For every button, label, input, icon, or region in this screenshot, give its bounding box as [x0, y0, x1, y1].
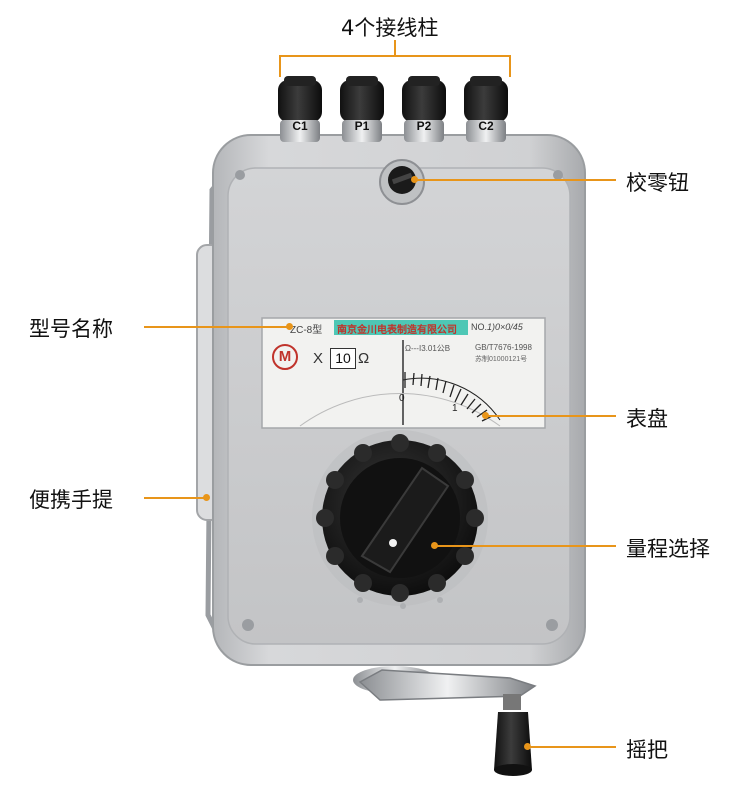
terminal-c1 — [278, 76, 322, 142]
multiplier-value: 10 — [330, 348, 356, 369]
handle-leader — [144, 497, 206, 499]
callout-crank: 摇把 — [626, 738, 668, 762]
brand-logo: M — [272, 344, 298, 370]
zero-adjust-knob — [379, 159, 425, 205]
serial-label: NO. — [471, 322, 488, 332]
standard-label: GB/T7676-1998 — [475, 343, 532, 352]
callout-zero-knob: 校零钮 — [626, 171, 689, 195]
zero-knob-leader — [414, 179, 616, 181]
terminal-label-p2: P2 — [416, 119, 432, 133]
model-name-leader-dot — [286, 323, 293, 330]
callout-terminals: 4个接线柱 — [341, 16, 439, 40]
terminal-label-p1: P1 — [354, 119, 370, 133]
maker-label: 南京金川电表制造有限公司 — [337, 325, 457, 336]
multiplier-prefix: X — [313, 350, 324, 367]
cert-label: 苏制01000121号 — [475, 356, 528, 363]
terminal-label-c2: C2 — [478, 119, 494, 133]
crank-leader — [527, 746, 616, 748]
callout-model-name: 型号名称 — [29, 317, 113, 341]
handle-leader-dot — [203, 494, 210, 501]
terminals-bracket-stem — [394, 40, 396, 56]
terminal-p2 — [402, 76, 446, 142]
callout-handle: 便携手提 — [29, 488, 113, 512]
dial-leader — [485, 415, 616, 417]
meter-window — [261, 317, 546, 429]
accuracy-label: Ω---I3.01公B — [405, 344, 451, 353]
model-name-leader — [144, 326, 290, 328]
callout-dial: 表盘 — [626, 407, 668, 431]
scale-label-1: 1 — [452, 403, 458, 414]
scale-label-0: 0 — [399, 393, 405, 404]
screws — [235, 170, 563, 631]
model-label: ZC-8型 — [290, 325, 323, 336]
terminal-p1 — [340, 76, 384, 142]
unit-label: Ω — [358, 350, 370, 367]
terminal-label-c1: C1 — [292, 119, 308, 133]
terminal-posts — [278, 76, 508, 142]
terminal-c2 — [464, 76, 508, 142]
serial-value: 1)0×0/45 — [487, 322, 523, 332]
terminals-bracket — [279, 55, 511, 77]
callout-range-select: 量程选择 — [626, 537, 710, 561]
range-selector-knob — [312, 430, 488, 606]
hand-crank — [353, 666, 537, 776]
range-leader — [434, 545, 616, 547]
